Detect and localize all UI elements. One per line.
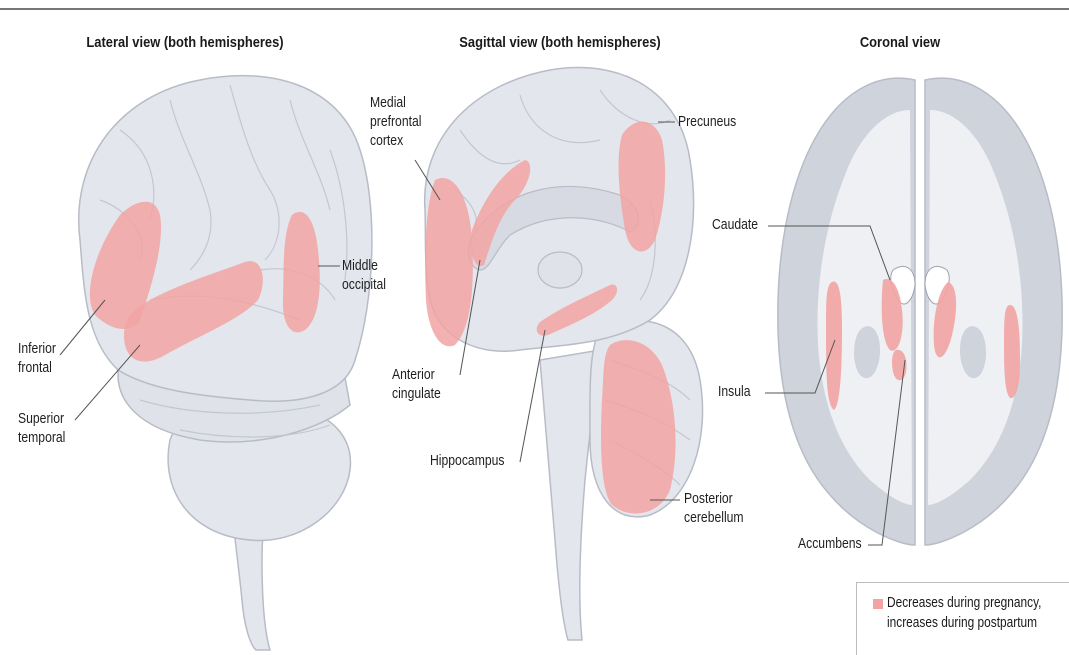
label-superior-temporal: Superior temporal <box>18 410 65 448</box>
label-hippocampus: Hippocampus <box>430 452 504 471</box>
label-inferior-frontal: Inferior frontal <box>18 340 56 378</box>
coronal-brain <box>765 78 1062 545</box>
legend: Decreases during pregnancy, increases du… <box>856 582 1069 655</box>
label-anterior-cingulate: Anterior cingulate <box>392 366 441 404</box>
label-insula: Insula <box>718 383 751 402</box>
label-accumbens: Accumbens <box>798 535 862 554</box>
label-caudate: Caudate <box>712 216 758 235</box>
sagittal-brain <box>415 68 703 640</box>
label-medial-prefrontal-cortex: Medial prefrontal cortex <box>370 94 421 151</box>
insula-right-region <box>1004 305 1020 398</box>
label-posterior-cerebellum: Posterior cerebellum <box>684 490 744 528</box>
label-middle-occipital: Middle occipital <box>342 257 386 295</box>
label-precuneus: Precuneus <box>678 113 736 132</box>
legend-swatch <box>873 599 883 609</box>
middle-occipital-region <box>283 212 320 332</box>
legend-text: Decreases during pregnancy, increases du… <box>887 593 1041 633</box>
lateral-brain <box>60 76 372 650</box>
